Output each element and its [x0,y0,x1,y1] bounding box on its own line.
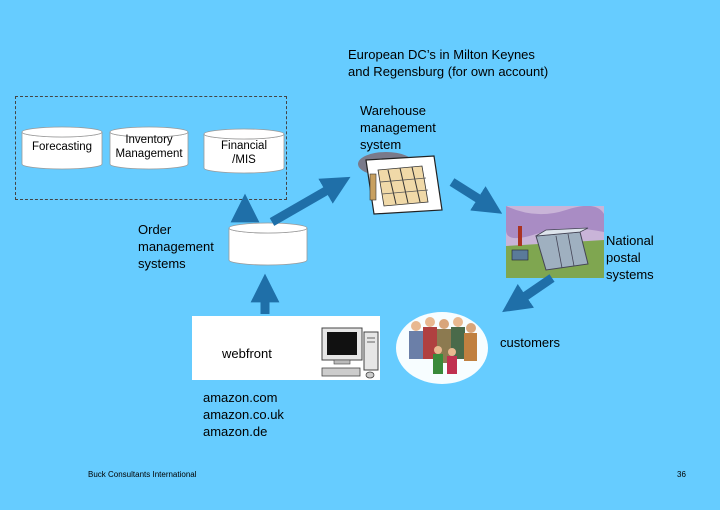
warehouse-label-line-1: Warehouse [360,103,426,118]
footer-company: Buck Consultants International [88,470,197,479]
title-line-1: European DC’s in Milton Keynes [348,47,535,62]
inventory-label-line-2: Management [115,148,183,160]
amazon-site-co-uk: amazon.co.uk [203,407,284,422]
amazon-site-com: amazon.com [203,390,278,405]
financial-label: Financial /MIS [203,139,285,167]
financial-cylinder-shape [203,128,285,174]
computer-tower [363,331,379,371]
inventory-management-system: Inventory Management [109,126,189,170]
page-number: 36 [677,470,686,479]
postal-label-line-1: National [606,233,654,248]
order-label-line-1: Order [138,222,172,237]
warehouse-label-line-3: system [360,137,402,152]
inventory-cylinder-shape [109,126,189,170]
postal-truck [511,249,529,261]
inventory-label-line-1: Inventory [125,134,173,146]
financial-mis-system: Financial /MIS [203,128,285,174]
inventory-label: Inventory Management [109,133,189,161]
forecasting-system: Forecasting [21,126,103,170]
webfront-label: webfront [222,346,272,361]
arrow-order-to-warehouse [269,176,351,226]
crowd-people [409,317,477,374]
financial-label-line-1: Financial [220,140,268,152]
postal-label-line-2: postal [606,250,641,265]
title-line-2: and Regensburg (for own account) [348,64,549,79]
customers-crowd-illustration [396,312,488,384]
arrow-postal-to-customers [502,274,555,313]
warehouse-label-line-2: management [360,120,436,135]
order-management-cylinder [228,222,308,266]
warehouse-label: Warehouse management system [360,102,436,153]
customers-label: customers [500,335,560,350]
financial-label-line-2: /MIS [232,154,256,166]
order-management-label: Order management systems [138,221,214,272]
back-office-group [15,96,287,200]
keyboard [321,367,361,377]
mouse [365,371,375,379]
warehouse-illustration [358,152,443,215]
amazon-site-de: amazon.de [203,424,268,439]
computer-icon [321,327,379,379]
postal-systems-label: National postal systems [606,232,654,283]
diagram-title: European DC’s in Milton Keynes and Regen… [348,46,548,80]
amazon-sites-list: amazon.com amazon.co.uk amazon.de [203,389,284,440]
order-label-line-3: systems [138,256,186,271]
postal-facility-illustration [506,206,604,278]
forecasting-cylinder-shape [21,126,103,170]
forecasting-label: Forecasting [31,141,93,153]
order-label-line-2: management [138,239,214,254]
postal-label-line-3: systems [606,267,654,282]
arrow-warehouse-to-postal [449,178,503,214]
